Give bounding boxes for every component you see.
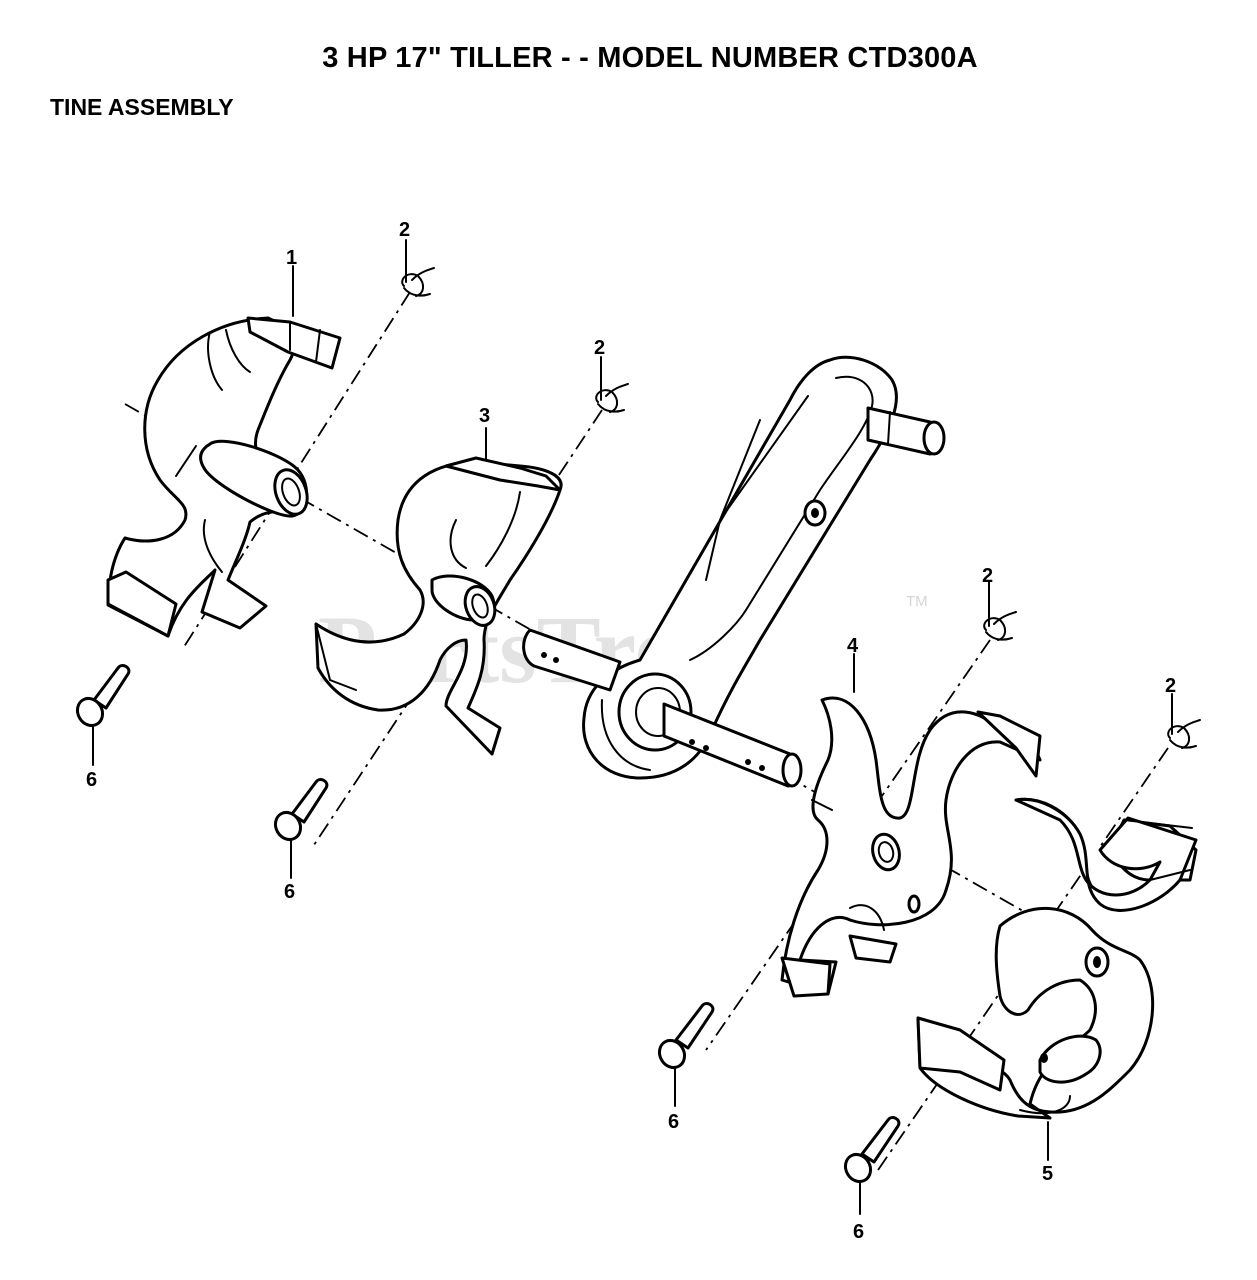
clevis-pin-4[interactable] bbox=[841, 1116, 901, 1187]
callout-6d: 6 bbox=[853, 1221, 864, 1243]
hairpin-clip-3[interactable] bbox=[983, 611, 1017, 641]
section-title: TINE ASSEMBLY bbox=[50, 94, 234, 120]
callout-5: 5 bbox=[1042, 1163, 1053, 1185]
callout-1: 1 bbox=[286, 247, 297, 269]
callout-6c: 6 bbox=[668, 1111, 679, 1133]
tine-right-inner[interactable] bbox=[780, 696, 1042, 998]
callout-labels: 1 2 2 2 2 3 4 5 6 6 6 6 bbox=[86, 219, 1176, 1243]
callout-6b: 6 bbox=[284, 881, 295, 903]
leader-lines bbox=[92, 239, 1173, 1215]
hairpin-clip-1[interactable] bbox=[401, 267, 435, 297]
watermark-tm: TM bbox=[906, 593, 928, 610]
diagram-title: 3 HP 17" TILLER - - MODEL NUMBER CTD300A bbox=[322, 42, 978, 74]
callout-6a: 6 bbox=[86, 769, 97, 791]
clevis-pin-3[interactable] bbox=[655, 1002, 715, 1073]
transmission-housing[interactable] bbox=[522, 355, 946, 788]
tine-right-outer[interactable] bbox=[916, 797, 1198, 1120]
tine-left-outer[interactable] bbox=[106, 316, 342, 638]
clevis-pin-2[interactable] bbox=[271, 778, 329, 845]
callout-4: 4 bbox=[847, 635, 859, 657]
hairpin-clip-2[interactable] bbox=[595, 383, 629, 413]
callout-2b: 2 bbox=[594, 337, 605, 359]
tine-left-inner[interactable] bbox=[314, 456, 563, 756]
clevis-pin-1[interactable] bbox=[73, 664, 131, 731]
shaft-holes bbox=[541, 652, 765, 771]
clevis-pins[interactable] bbox=[73, 664, 901, 1187]
callout-3: 3 bbox=[479, 405, 490, 427]
hairpin-clip-4[interactable] bbox=[1167, 719, 1201, 749]
callout-2a: 2 bbox=[399, 219, 410, 241]
callout-2d: 2 bbox=[1165, 675, 1176, 697]
callout-2c: 2 bbox=[982, 565, 993, 587]
hairpin-clips[interactable] bbox=[401, 267, 1201, 749]
